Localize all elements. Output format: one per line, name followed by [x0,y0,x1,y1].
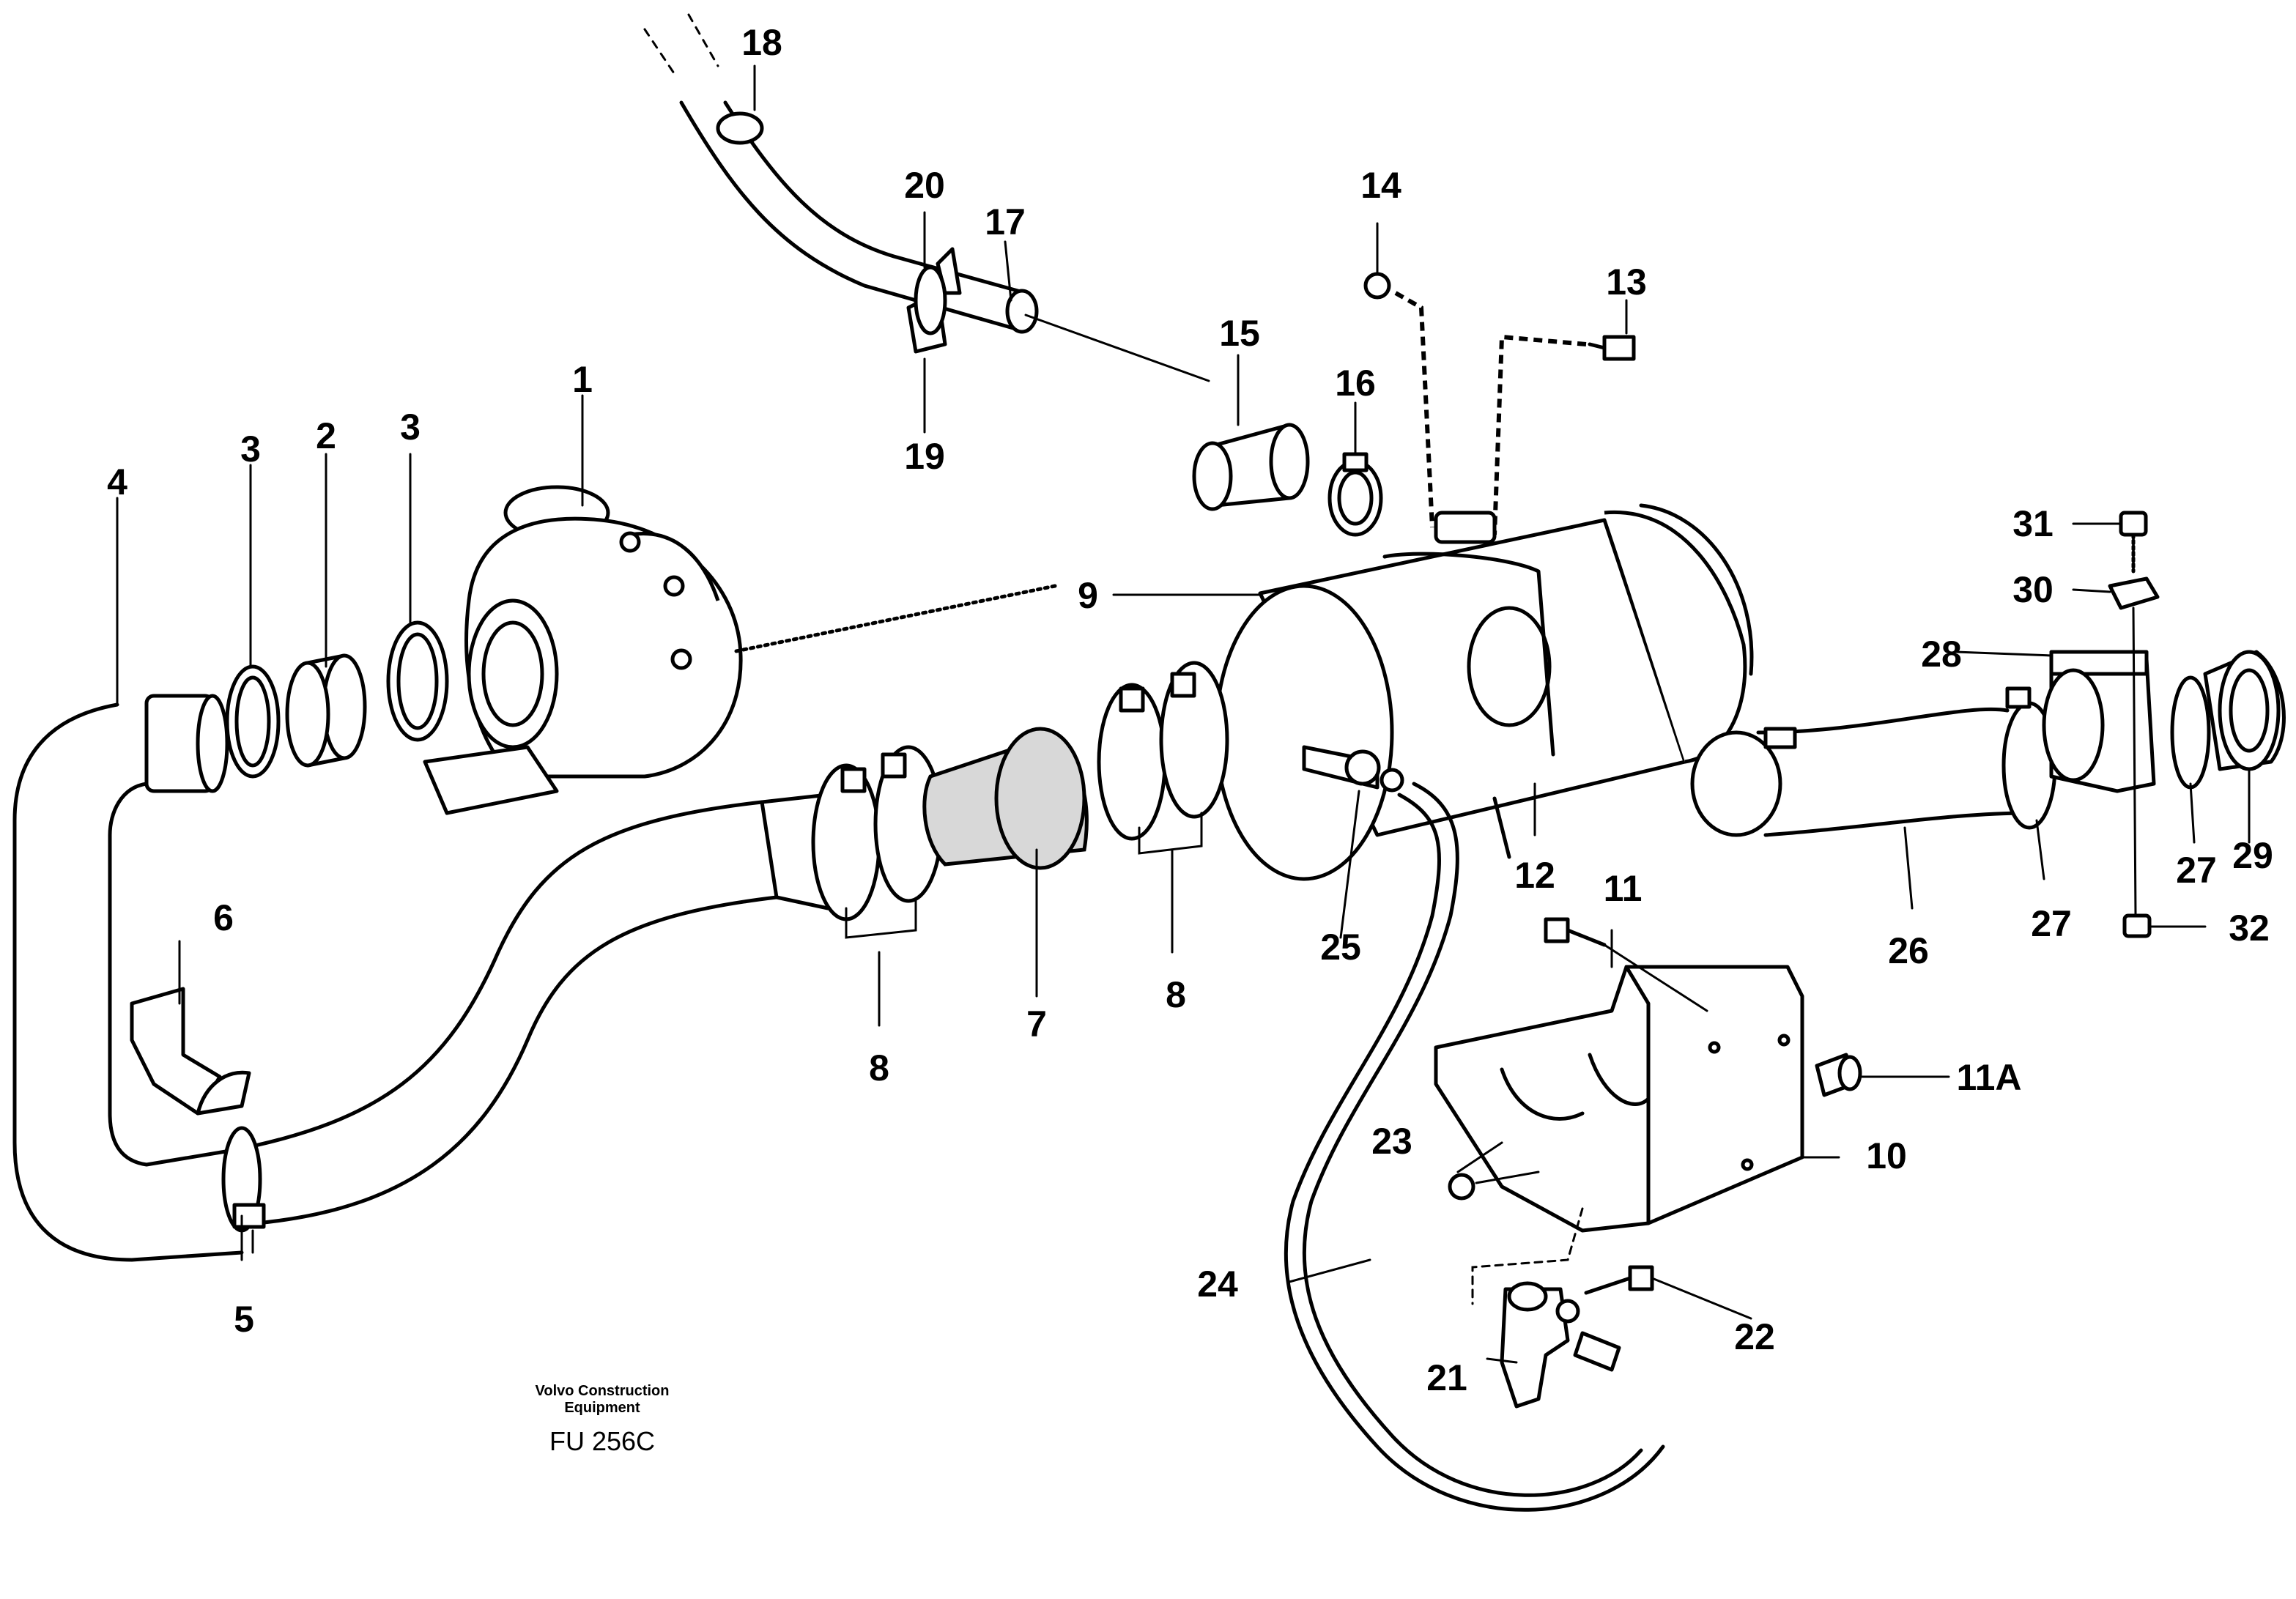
callouts: 1 2 3 3 4 5 6 7 8 8 9 10 11 11A 12 13 14… [107,22,2273,1398]
bolt-13 [1492,334,1636,535]
bolt-11 [1544,917,1708,1012]
sleeve-15 [1192,423,1310,511]
bracket-28 [2042,650,2156,793]
clamps-8-right [1097,661,1229,855]
callout-11a: 11A [1957,1057,2022,1098]
callout-9: 9 [1078,575,1098,616]
callout-8-left: 8 [869,1047,889,1088]
hose-24 [1284,782,1665,1512]
callout-25: 25 [1320,927,1361,968]
callout-18: 18 [741,22,782,63]
brand-line-2: Equipment [564,1400,640,1416]
clamp-27b [2170,675,2211,790]
turbocharger-1 [423,485,1057,815]
guard-bracket-10 [1434,965,1804,1305]
callout-10: 10 [1866,1135,1907,1176]
clamps-8-left [811,745,944,939]
callout-17: 17 [985,201,1026,242]
intake-pipe-4 [12,694,830,1262]
callout-15: 15 [1219,313,1260,354]
callout-2: 2 [316,415,336,456]
callout-6: 6 [213,897,234,938]
callout-16: 16 [1335,363,1376,404]
callout-27-lower: 27 [2031,903,2072,944]
fitting-25 [1302,745,1404,793]
callout-19: 19 [904,436,945,477]
drawing-code: FU 256C [549,1426,655,1456]
sleeve-2 [285,653,367,768]
callout-21: 21 [1426,1357,1467,1398]
indicator-21 [1500,1281,1621,1409]
callout-14: 14 [1360,165,1401,206]
leader-lines [116,64,2251,1364]
callout-3-right: 3 [400,407,421,448]
callout-22: 22 [1734,1316,1775,1357]
footer: Volvo Construction Equipment FU 256C [536,1383,670,1456]
bracket-6 [130,987,251,1116]
callout-3-left: 3 [240,428,261,470]
hose-clamp-5 [221,1126,266,1254]
callout-23: 23 [1371,1121,1412,1162]
callout-12: 12 [1514,855,1555,896]
nut-32 [2122,913,2152,938]
clamp-3-left [225,664,281,779]
callout-20: 20 [904,165,945,206]
callout-8-right: 8 [1166,974,1186,1015]
clamp-3-right [386,620,449,742]
spacer-11a [1815,1053,1862,1097]
washer-30 [2108,576,2160,917]
cap-29 [2203,650,2286,771]
bellow-7 [922,727,1089,870]
brand-line-1: Volvo Construction [536,1383,670,1399]
callout-26: 26 [1888,930,1929,971]
clamp-16 [1327,452,1383,537]
callout-27-right: 27 [2176,850,2217,891]
callout-32: 32 [2229,908,2270,949]
callout-30: 30 [2012,569,2054,610]
callout-13: 13 [1606,261,1647,303]
callout-28: 28 [1921,634,1962,675]
nut-14 [1363,272,1434,528]
callout-31: 31 [2012,503,2054,544]
callout-11: 11 [1604,868,1643,909]
nut-23 [1448,1171,1540,1201]
callout-7: 7 [1026,1003,1047,1045]
callout-5: 5 [234,1299,254,1340]
bolt-31 [2119,511,2148,574]
callout-1: 1 [572,359,593,400]
callout-29: 29 [2232,835,2273,876]
callout-24: 24 [1197,1264,1238,1305]
upper-pipe-17 [643,13,1210,382]
hose-26 [1690,707,2032,837]
screw-22 [1584,1265,1654,1295]
air-filter-9 [1214,503,1754,881]
callout-4: 4 [107,461,127,502]
